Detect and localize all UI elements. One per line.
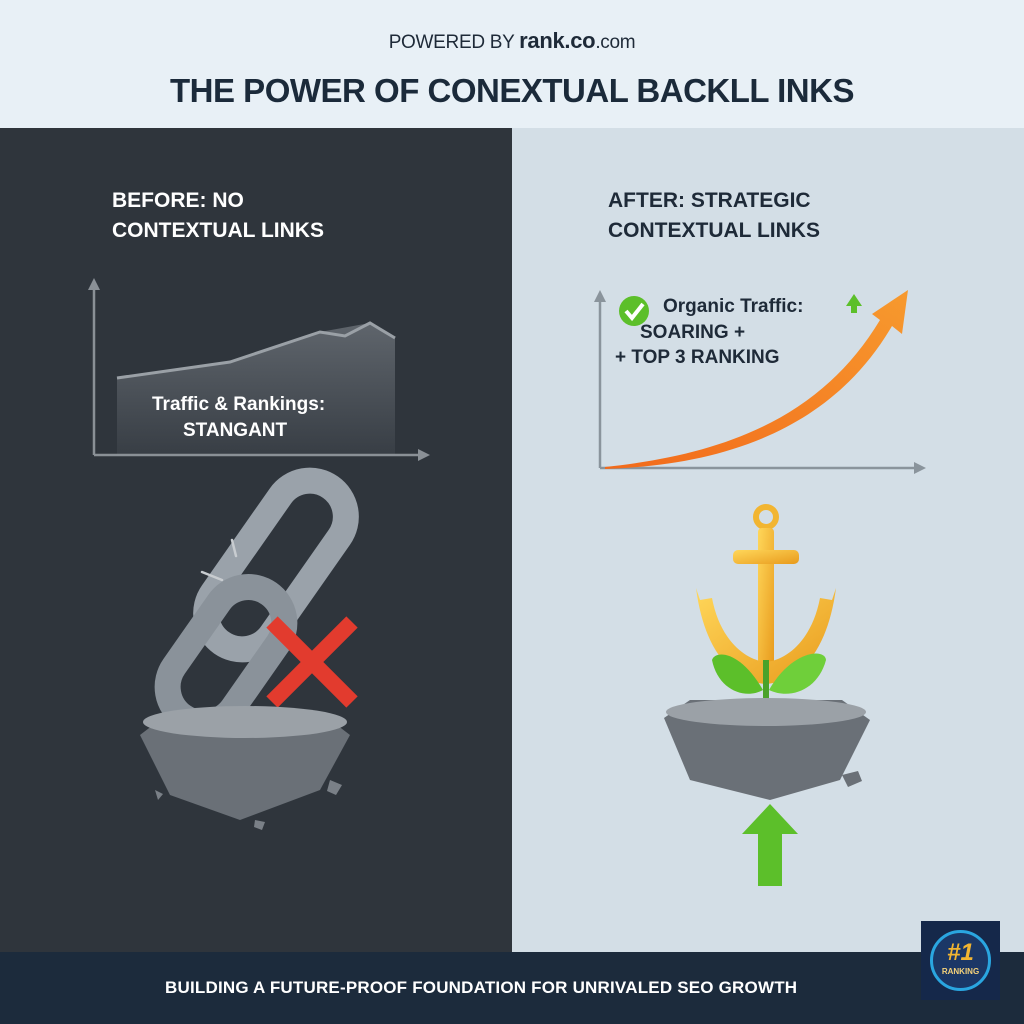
check-icon: [619, 296, 649, 326]
footer: BUILDING A FUTURE-PROOF FOUNDATION FOR U…: [0, 952, 1024, 1024]
badge-number: #1: [947, 939, 974, 966]
header: POWERED BY rank.co.com THE POWER OF CONE…: [0, 0, 1024, 128]
before-chart: [88, 278, 430, 461]
badge-text: RANKING: [941, 967, 980, 976]
rock-icon: [140, 706, 350, 830]
after-traffic-label: Organic Traffic:: [663, 296, 804, 317]
after-ranking-label: + TOP 3 RANKING: [615, 347, 780, 368]
brand-name: rank.co: [519, 28, 596, 53]
powered-by: POWERED BY rank.co.com: [388, 28, 636, 53]
broken-chain-icon: [154, 467, 359, 736]
before-title: BEFORE: NO CONTEXTUAL LINKS: [112, 189, 324, 242]
ranking-badge: #1 RANKING: [921, 921, 1000, 1000]
up-arrow-icon: [742, 804, 798, 886]
before-chart-label: Traffic & Rankings:: [152, 394, 326, 415]
before-chart-status: STANGANT: [183, 420, 288, 441]
after-traffic-status: SOARING +: [640, 322, 746, 343]
sprout-icon: [712, 653, 826, 720]
after-chart: [594, 290, 926, 474]
red-x-icon: [266, 616, 358, 708]
after-title: AFTER: STRATEGIC CONTEXTUAL LINKS: [608, 189, 820, 242]
footer-tagline: BUILDING A FUTURE-PROOF FOUNDATION FOR U…: [165, 978, 798, 997]
rock-icon: [664, 698, 870, 800]
page-title: THE POWER OF CONEXTUAL BACKLL INKS: [170, 72, 854, 109]
